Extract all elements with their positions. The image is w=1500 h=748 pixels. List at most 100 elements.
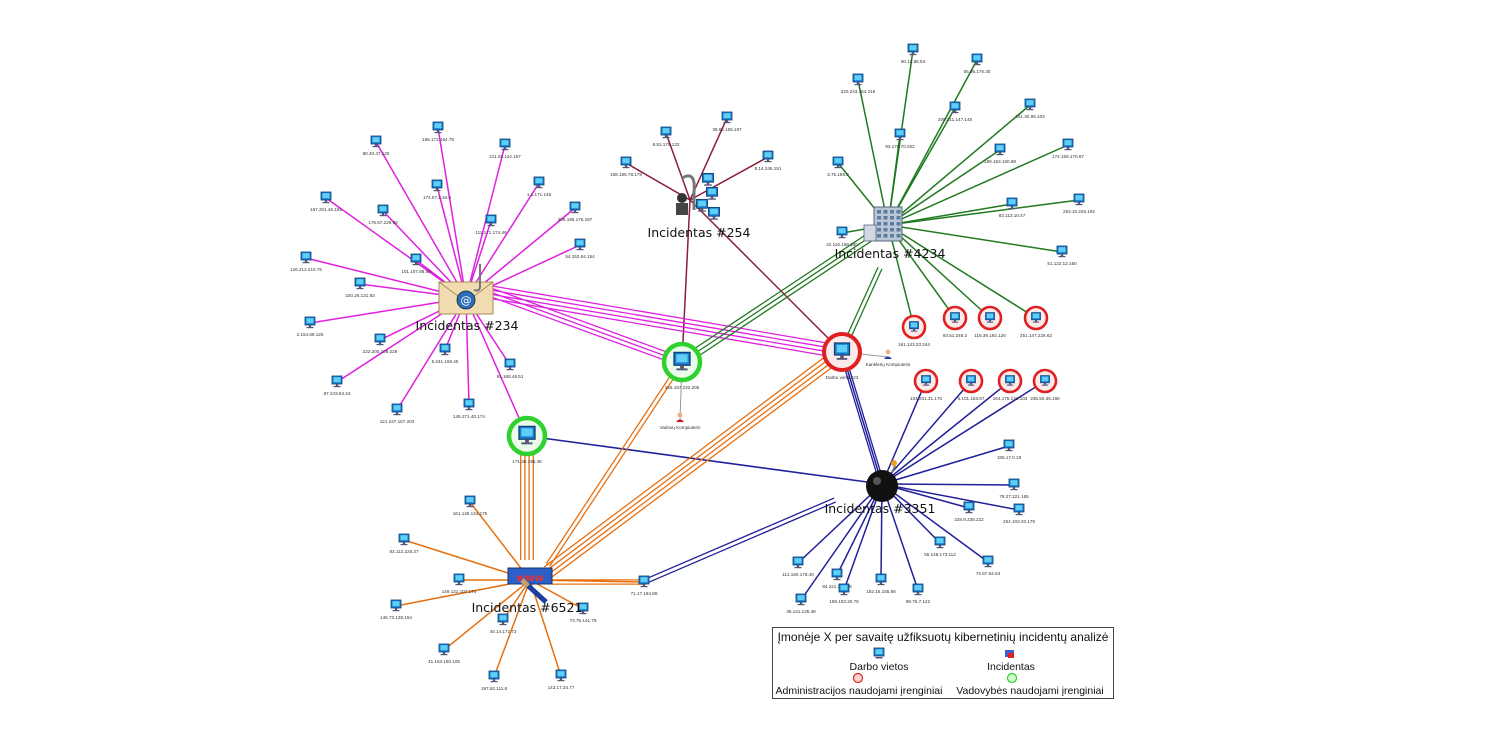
- ip-address-label: 220.26.131.83: [345, 293, 375, 298]
- workstation-node[interactable]: 209.211.147.148: [938, 101, 973, 122]
- workstation-node[interactable]: 228.9.238.222: [954, 501, 984, 522]
- web-exploit-icon[interactable]: www: [507, 567, 553, 604]
- workstation-node[interactable]: 2.154.68.125: [297, 316, 324, 337]
- admin-device-node[interactable]: Darbo vieta 223: [822, 332, 862, 380]
- workstation-node[interactable]: 90.12.88.54: [901, 43, 926, 64]
- office-building-icon[interactable]: [863, 206, 903, 242]
- workstation-node[interactable]: 42.116.158.160: [826, 226, 858, 247]
- workstation-node[interactable]: 83.112.226.37: [389, 533, 419, 554]
- workstation-node[interactable]: 82.113.10.47: [999, 197, 1026, 218]
- workstation-node[interactable]: 220.26.131.83: [345, 277, 375, 298]
- workstation-node[interactable]: 8.52.175.132: [653, 126, 680, 147]
- workstation-icon: [638, 575, 650, 588]
- workstation-node[interactable]: 149.121.107.174: [442, 573, 477, 594]
- workstation-node[interactable]: 54.153.84.154: [565, 238, 595, 259]
- workstation-node[interactable]: 143.17.34.77: [548, 669, 575, 690]
- ip-address-label: 156.157.232.205: [665, 385, 700, 390]
- workstation-node[interactable]: 98.75.7.122: [906, 583, 931, 604]
- admin-device-node[interactable]: 161.143.33.244: [898, 314, 930, 347]
- workstation-node[interactable]: 55.95.175.35: [964, 53, 991, 74]
- workstation-node[interactable]: 161.145.134.175: [453, 495, 488, 516]
- workstation-node[interactable]: 158.185.78.179: [610, 156, 642, 177]
- admin-device-node[interactable]: 93.51.248.2: [942, 305, 968, 338]
- ip-address-label: 149.121.107.174: [442, 589, 477, 594]
- workstation-node[interactable]: 41.163.190.105: [428, 643, 460, 664]
- admin-device-node[interactable]: 104.231.31.176: [910, 368, 942, 401]
- workstation-node[interactable]: 93.178.70.202: [885, 128, 915, 149]
- workstation-node[interactable]: 197.52.111.8: [481, 670, 508, 691]
- workstation-node[interactable]: 185.17.0.19: [997, 439, 1022, 460]
- admin-device-node[interactable]: 115.39.192.126: [974, 305, 1006, 338]
- workstation-node[interactable]: 126.212.210.75: [290, 251, 322, 272]
- user-node[interactable]: Vadovų Kompiuteris: [660, 412, 701, 430]
- ip-address-label: 111.171.174.46: [475, 230, 507, 235]
- workstation-node[interactable]: 5.241.165.45: [432, 343, 459, 364]
- hacker-hook-icon[interactable]: [676, 172, 721, 221]
- workstation-node[interactable]: 121.247.157.203: [380, 403, 415, 424]
- workstation-icon: [963, 501, 975, 514]
- workstation-legend-icon: [873, 647, 885, 659]
- workstation-node[interactable]: 146.73.138.154: [380, 599, 412, 620]
- workstation-node[interactable]: 175.57.229.98: [368, 204, 398, 225]
- workstation-node[interactable]: 222.200.108.228: [363, 333, 398, 354]
- exec-device-node[interactable]: 171.38.196.48: [506, 415, 548, 464]
- workstation-icon: [912, 583, 924, 596]
- incident-label[interactable]: Incidentas #234: [416, 318, 519, 333]
- workstation-node[interactable]: 167.201.46.181: [310, 191, 342, 212]
- workstation-node[interactable]: 174.57.2.34.5: [423, 179, 452, 200]
- workstation-node[interactable]: 1.1.171.146: [527, 176, 552, 197]
- workstation-node[interactable]: 80.40.47.126: [363, 135, 390, 156]
- workstation-node[interactable]: 73.75.141.79: [570, 602, 597, 623]
- email-phishing-icon[interactable]: @: [438, 264, 494, 315]
- workstation-icon: [831, 568, 843, 581]
- exec-device-node[interactable]: 156.157.232.205: [661, 341, 703, 390]
- workstation-node[interactable]: 211.25.124.187: [489, 138, 521, 159]
- workstation-node[interactable]: 39.94.165.187: [712, 111, 742, 132]
- ip-address-label: 189.163.150.88: [984, 159, 1016, 164]
- admin-device-node[interactable]: 251.147.226.62: [1020, 305, 1052, 338]
- workstation-icon: [320, 191, 332, 204]
- workstation-node[interactable]: 40.14.172.73: [490, 613, 517, 634]
- incident-label[interactable]: Incidentas #6521: [472, 600, 583, 615]
- workstation-node[interactable]: 251.30.96.103: [1015, 98, 1045, 119]
- workstation-node[interactable]: 114.160.178.40: [782, 556, 814, 577]
- workstation-node[interactable]: 101.107.88.53: [401, 253, 431, 274]
- admin-device-node[interactable]: 235.50.35.166: [1030, 368, 1060, 401]
- workstation-node[interactable]: 174.155.170.87: [1052, 138, 1084, 159]
- workstation-node[interactable]: 182.15.155.88: [866, 573, 896, 594]
- workstation-node[interactable]: 3.75.185.2: [827, 156, 849, 177]
- ip-address-label: 73.75.141.79: [570, 618, 597, 623]
- workstation-icon: [398, 533, 410, 546]
- workstation-node[interactable]: 91.165.46.51: [497, 358, 524, 379]
- incident-label[interactable]: Incidentas #4234: [835, 246, 946, 261]
- ip-address-label: 80.40.47.126: [363, 151, 390, 156]
- admin-device-node[interactable]: 164.175.171.103: [993, 368, 1028, 401]
- workstation-node[interactable]: 156.172.154.78: [422, 121, 454, 142]
- workstation-node[interactable]: 71.17.184.88: [631, 575, 658, 596]
- incident-label[interactable]: Incidentas #3351: [825, 501, 936, 516]
- bomb-icon[interactable]: [866, 460, 898, 502]
- workstation-node[interactable]: 145.271.40.174: [453, 398, 485, 419]
- workstation-node[interactable]: 111.171.174.46: [475, 214, 507, 235]
- workstation-node[interactable]: 55.148.173.112: [924, 536, 956, 557]
- svg-text:@: @: [461, 294, 472, 307]
- workstation-node[interactable]: 35.141.135.38: [786, 593, 816, 614]
- ip-address-label: 222.200.108.228: [363, 349, 398, 354]
- workstation-node[interactable]: 51.122.12.160: [1047, 245, 1077, 266]
- workstation-node[interactable]: 8.14.245.151: [755, 150, 782, 171]
- ip-address-label: 156.172.154.78: [422, 137, 454, 142]
- workstation-node[interactable]: 253.10.226.192: [1063, 193, 1095, 214]
- workstation-node[interactable]: 220.243.164.216: [841, 73, 876, 94]
- workstation-node[interactable]: 78.27.221.165: [999, 478, 1029, 499]
- incident-label[interactable]: Incidentas #254: [648, 225, 751, 240]
- workstation-node[interactable]: 87.243.94.24: [324, 375, 351, 396]
- workstation-node[interactable]: 189.163.150.88: [984, 143, 1016, 164]
- workstation-node[interactable]: 254.103.20.179: [1003, 503, 1035, 524]
- admin-device-node[interactable]: 5.101.153.67: [958, 368, 985, 401]
- user-node[interactable]: Kanklerių Kompiuteris: [866, 349, 911, 367]
- workstation-node[interactable]: 72.67.64.63: [976, 555, 1001, 576]
- workstation-node[interactable]: 84.221.176.38: [822, 568, 852, 589]
- workstation-node[interactable]: 206.195.176.187: [558, 201, 593, 222]
- workstation-node[interactable]: 189.103.20.78: [829, 583, 859, 604]
- person-icon: [676, 412, 684, 422]
